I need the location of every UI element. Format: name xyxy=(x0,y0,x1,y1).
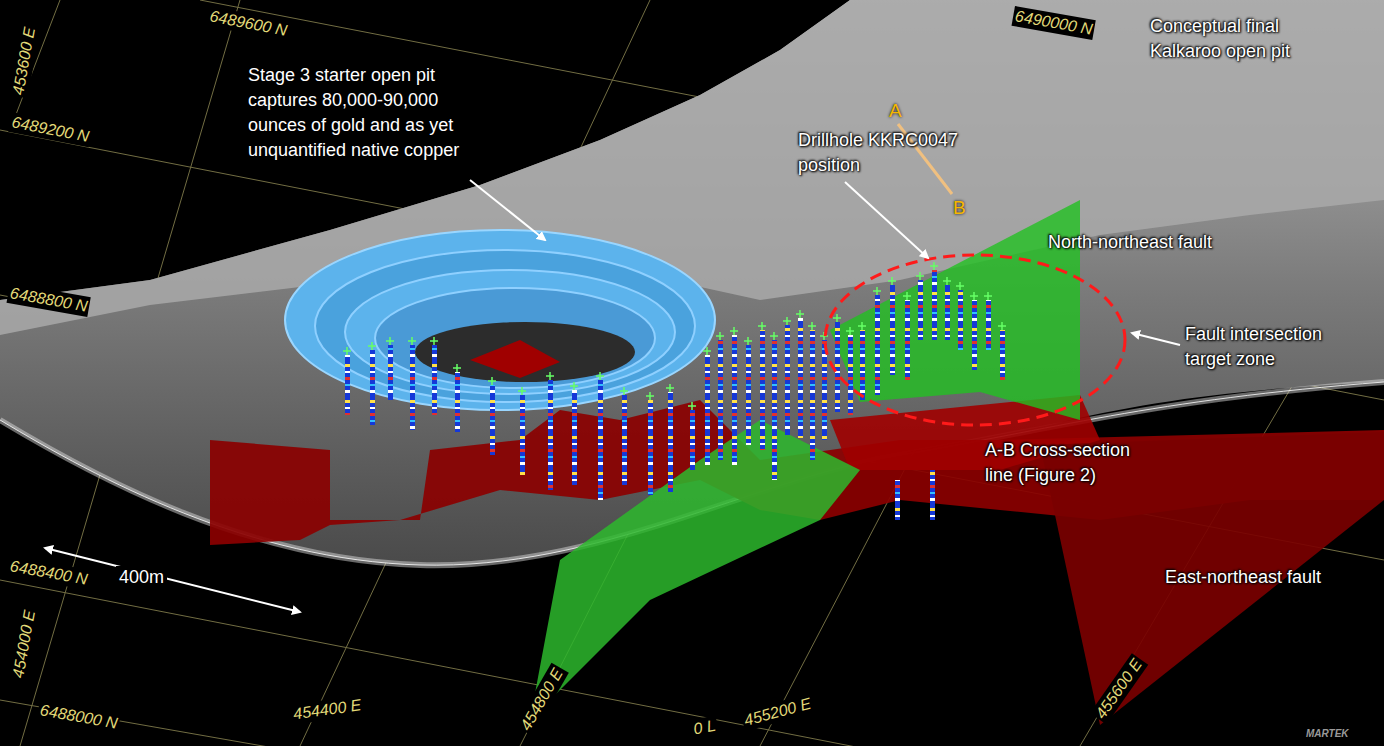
grid-coordinate: 6489200 N xyxy=(8,112,93,147)
callout-text: Fault intersection target zone xyxy=(1185,322,1365,372)
callout-text: East-northeast fault xyxy=(1165,565,1365,590)
callout-text: Stage 3 starter open pit captures 80,000… xyxy=(248,63,493,163)
leader-line xyxy=(845,182,928,258)
grid-coordinate: 0 L xyxy=(690,715,719,739)
callout-text: A-B Cross-section line (Figure 2) xyxy=(985,438,1155,488)
collar-markers xyxy=(343,262,1006,410)
drillholes xyxy=(345,270,1005,520)
section-marker: A xyxy=(889,100,902,122)
section-marker: B xyxy=(953,197,966,219)
callout-text: Conceptual final Kalkaroo open pit xyxy=(1150,14,1330,64)
grid-coordinate: 453600 E xyxy=(8,24,40,99)
callout-text: North-northeast fault xyxy=(1048,230,1248,255)
fault-plane-north xyxy=(830,200,1080,420)
grid-coordinate: 6488400 N xyxy=(7,556,92,590)
target-zone-outline xyxy=(825,255,1125,425)
callout-text: Drillhole KKRC0047 position xyxy=(798,128,988,178)
scale-label: 400m xyxy=(116,566,167,588)
watermark: MARTEK xyxy=(1306,728,1349,739)
leader-line xyxy=(470,180,545,240)
leader-line xyxy=(1132,333,1180,345)
grid-coordinate: 6488000 N xyxy=(37,700,122,734)
grid-coordinate: 454000 E xyxy=(8,607,40,682)
grid-coordinate: 454400 E xyxy=(290,695,365,725)
grid-coordinate: 6489600 N xyxy=(206,6,291,41)
grid-coordinate: 455200 E xyxy=(740,693,815,731)
